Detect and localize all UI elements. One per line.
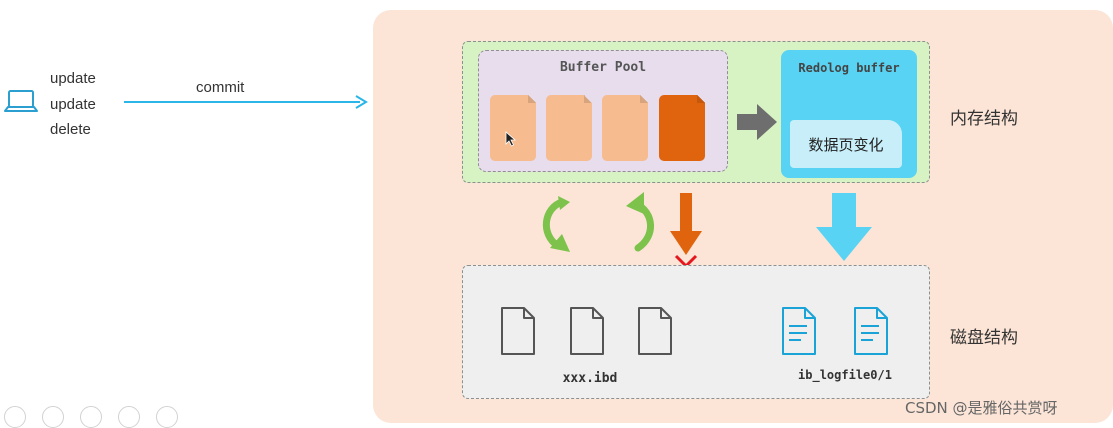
memory-section-label: 内存结构 <box>950 109 1018 129</box>
data-change-label: 数据页变化 <box>808 136 884 154</box>
logfile-label: ib_logfile0/1 <box>798 368 892 382</box>
disk-region <box>462 265 930 399</box>
watermark: CSDN @是雅俗共赏呀 <box>905 399 1058 417</box>
data-page-3 <box>602 95 648 161</box>
toolbar-button-1[interactable] <box>4 406 26 428</box>
buffer-pool-title: Buffer Pool <box>559 60 647 75</box>
operation-update-2: update <box>50 95 96 113</box>
file-icon <box>570 307 604 355</box>
green-cycle-arrow-right <box>626 192 654 252</box>
disk-section-label: 磁盘结构 <box>950 328 1018 348</box>
commit-arrow <box>124 95 368 109</box>
log-file-icon <box>782 307 816 355</box>
search-icon[interactable] <box>42 406 64 428</box>
toolbar-button-4[interactable] <box>118 406 140 428</box>
file-icon <box>501 307 535 355</box>
mouse-cursor-icon <box>505 131 517 147</box>
laptop-icon <box>4 90 38 112</box>
operation-update-1: update <box>50 70 96 87</box>
blue-down-arrow <box>816 193 872 261</box>
toolbar-button-3[interactable] <box>80 406 102 428</box>
file-icon <box>638 307 672 355</box>
orange-down-arrow <box>670 193 702 255</box>
ibd-file-label: xxx.ibd <box>562 371 618 386</box>
redolog-buffer-title: Redolog buffer <box>798 61 900 75</box>
log-file-icon <box>854 307 888 355</box>
gray-right-arrow <box>737 104 777 140</box>
data-page-2 <box>546 95 592 161</box>
data-page-1 <box>490 95 536 161</box>
operation-delete: delete <box>50 121 91 138</box>
commit-label: commit <box>196 79 245 96</box>
more-icon[interactable] <box>156 406 178 428</box>
dirty-page <box>659 95 705 161</box>
data-change-box <box>790 120 902 168</box>
green-cycle-arrow-left <box>542 196 570 252</box>
operation-list: update update delete <box>50 66 96 143</box>
